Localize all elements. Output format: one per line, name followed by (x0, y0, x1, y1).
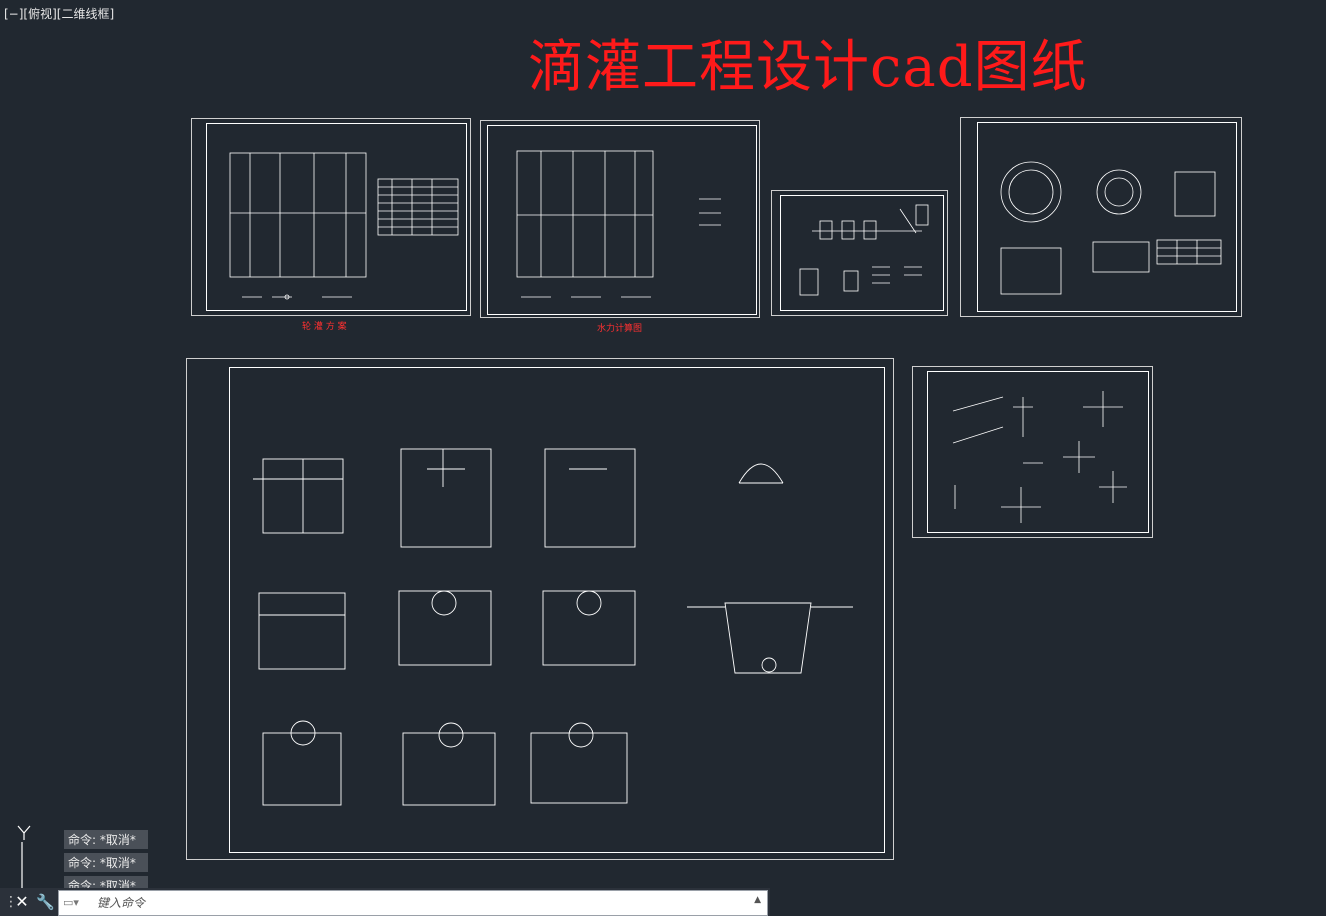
sheet-3-linework (799, 204, 929, 296)
command-line-bar: ⋮ ✕ 🔧 ▭▾ ▲ (0, 888, 770, 916)
chevron-up-icon[interactable]: ▲ (754, 895, 761, 905)
drawing-sheet-structural-details[interactable] (186, 358, 894, 860)
ucs-y-axis-icon (17, 825, 42, 891)
sheet-2-caption: 水力计算图 (597, 324, 643, 334)
command-prompt-icon[interactable]: ▭▾ (63, 896, 79, 909)
command-input[interactable] (95, 893, 739, 913)
drawing-title: 滴灌工程设计cad图纸 (528, 35, 1088, 100)
drag-grip-icon[interactable]: ⋮ (4, 894, 18, 910)
drawing-sheet-pipe-fittings[interactable] (912, 366, 1153, 538)
sheet-4-linework (1000, 161, 1222, 295)
command-input-field[interactable]: ▭▾ ▲ (58, 890, 768, 916)
drawing-sheet-well-details[interactable] (960, 117, 1242, 317)
sheet-2-linework (516, 150, 721, 298)
command-history-line: 命令: *取消* (64, 830, 148, 849)
wrench-icon[interactable]: 🔧 (36, 893, 55, 911)
command-history-line: 命令: *取消* (64, 853, 148, 872)
sheet-1-linework (229, 152, 459, 300)
drawing-sheet-pump-station[interactable] (771, 190, 948, 316)
viewport-controls-label[interactable]: [−][俯视][二维线框] (4, 7, 115, 21)
sheet-1-caption: 轮 灌 方 案 (302, 322, 347, 332)
drawing-sheet-hydraulic[interactable]: 水力计算图 (480, 120, 760, 334)
sheet-5-linework (253, 448, 853, 806)
close-icon[interactable]: ✕ (15, 892, 29, 911)
drawing-sheet-rotation-plan[interactable]: 轮 灌 方 案 (191, 118, 471, 332)
sheet-6-linework (952, 391, 1127, 523)
